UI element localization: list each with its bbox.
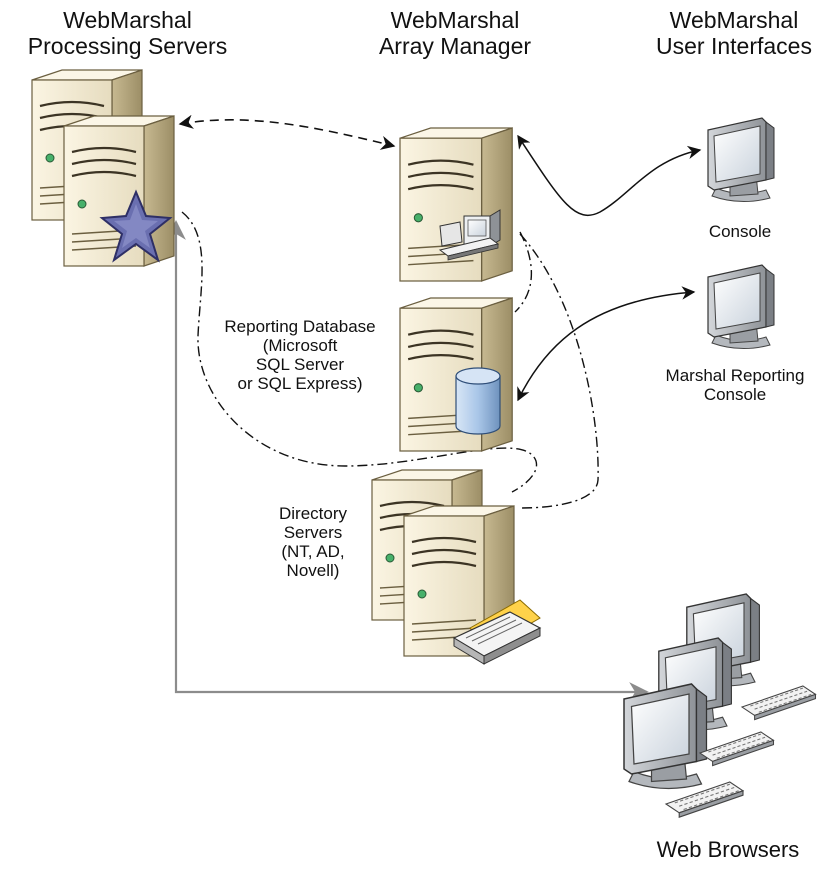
- workstation-icon: [438, 209, 501, 261]
- directory-line-4: Novell): [286, 561, 340, 581]
- user-interfaces-header-line-2: User Interfaces: [656, 32, 812, 59]
- reporting-console-line-2: Console: [703, 385, 767, 405]
- directory-line-3: (NT, AD,: [281, 542, 345, 562]
- database-cylinder-icon: [455, 367, 501, 435]
- processing-servers-header: WebMarshal Processing Servers: [0, 7, 255, 60]
- reporting-database-icon: [398, 296, 514, 453]
- web-browsers-icon: [623, 593, 817, 818]
- connectors: [166, 114, 702, 702]
- array-manager-icon: [398, 126, 514, 283]
- console-label-text: Console: [708, 222, 772, 241]
- console-label: Console: [680, 222, 800, 241]
- array-manager-header-line-2: Array Manager: [378, 32, 532, 59]
- processing-header-line-2: Processing Servers: [27, 32, 228, 59]
- console-monitor-icon: [707, 117, 775, 203]
- directory-servers-label: Directory Servers (NT, AD, Novell): [258, 504, 368, 580]
- web-browsers-label: Web Browsers: [628, 837, 828, 863]
- reporting-console-label: Marshal Reporting Console: [635, 366, 828, 404]
- user-interfaces-header: WebMarshal User Interfaces: [640, 7, 828, 60]
- processing-header-line-1: WebMarshal: [63, 7, 192, 33]
- reporting-db-line-4: or SQL Express): [237, 374, 363, 394]
- user-interfaces-header-line-1: WebMarshal: [669, 7, 799, 33]
- connector-processing-web-browsers: [166, 220, 649, 702]
- reporting-database-label: Reporting Database (Microsoft SQL Server…: [196, 317, 404, 393]
- web-browsers-label-text: Web Browsers: [656, 837, 800, 862]
- array-manager-header: WebMarshal Array Manager: [350, 7, 560, 60]
- reporting-db-line-1: Reporting Database: [224, 317, 376, 336]
- directory-servers-icon: [370, 468, 542, 665]
- processing-servers-icon: [30, 68, 176, 268]
- connector-array-manager-database: [514, 231, 533, 313]
- reporting-db-line-2: (Microsoft: [262, 336, 338, 356]
- modem-icon: [452, 599, 542, 665]
- reporting-console-monitor-icon: [707, 264, 775, 350]
- connector-processing-array-manager: [178, 114, 396, 150]
- directory-line-1: Directory: [278, 504, 347, 523]
- webmarshal-star-icon: [99, 189, 173, 263]
- reporting-db-line-3: SQL Server: [255, 355, 345, 375]
- connector-array-manager-console: [517, 134, 702, 217]
- directory-line-2: Servers: [283, 523, 343, 543]
- reporting-console-line-1: Marshal Reporting: [665, 366, 805, 385]
- array-manager-header-line-1: WebMarshal: [390, 7, 520, 33]
